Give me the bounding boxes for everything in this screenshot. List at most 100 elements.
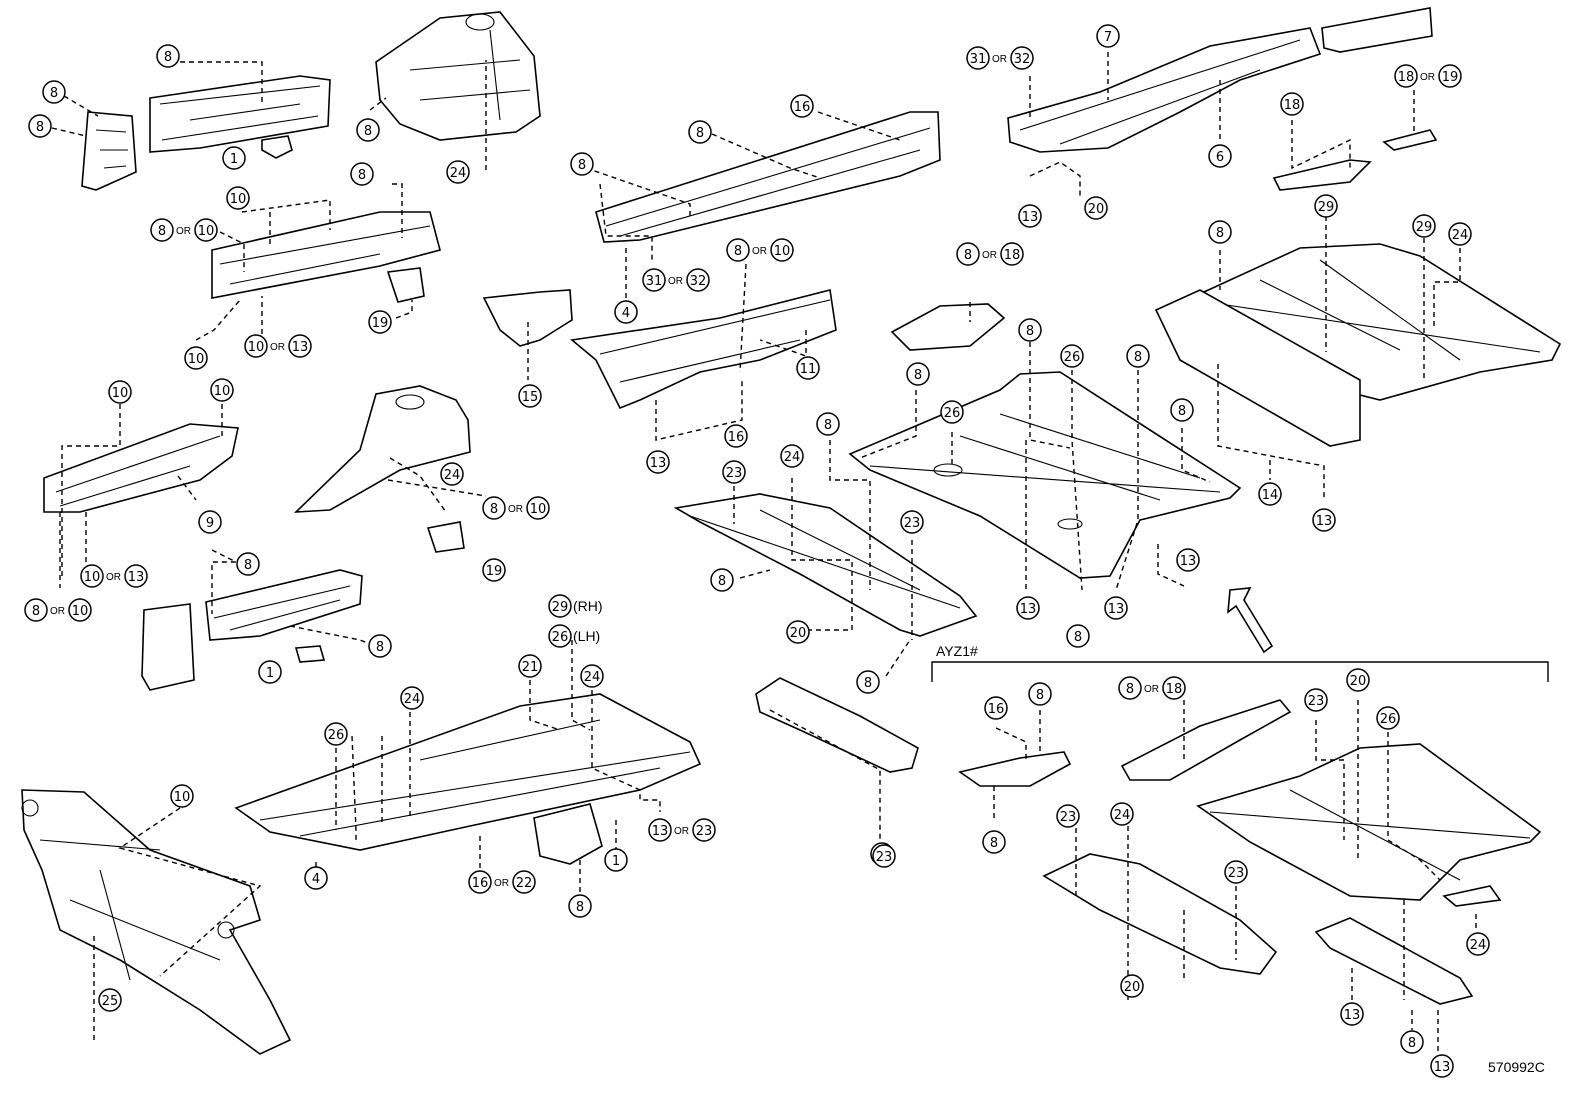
callout-circle: [108, 380, 132, 404]
callout-13: 13: [1340, 1002, 1364, 1026]
callout-18: 18: [1280, 92, 1304, 116]
callout-circle: [170, 784, 194, 808]
callout-number: 13: [650, 456, 667, 471]
callout-circle: [956, 242, 980, 266]
callout-number: 13: [1020, 602, 1037, 617]
callout-8: 8: [710, 568, 734, 592]
callout-circle: [722, 460, 746, 484]
callout-alt-number: 18: [1166, 682, 1183, 697]
callout-circle: [726, 238, 750, 262]
callout-number: 4: [622, 306, 630, 321]
callout-23: 23: [872, 844, 896, 868]
callout-21: 21: [518, 654, 542, 678]
callout-number: 8: [158, 224, 166, 239]
callout-circle: [796, 356, 820, 380]
callout-23: 23: [900, 510, 924, 534]
side-rh-label: (RH): [573, 598, 603, 614]
callout-number: 6: [1216, 150, 1224, 165]
callout-circle: [570, 152, 594, 176]
callout-or-text: OR: [668, 276, 683, 287]
callout-8: 8: [906, 362, 930, 386]
callout-14: 14: [1258, 482, 1282, 506]
callout-number: 8: [576, 900, 584, 915]
part-small-clip: [261, 135, 293, 159]
callout-8: 8: [156, 44, 180, 68]
callout-number: 8: [696, 126, 704, 141]
callout-alt-number: 32: [1014, 52, 1031, 67]
callout-20: 20: [786, 620, 810, 644]
callout-alt-circle: [1000, 242, 1024, 266]
callout-or-text: OR: [176, 226, 191, 237]
callout-circle: [580, 664, 604, 688]
callout-8: 8: [350, 162, 374, 186]
callout-number: 24: [1452, 228, 1469, 243]
callout-circle: [236, 552, 260, 576]
part-side-member-rear: [43, 423, 239, 513]
callout-circle: [468, 870, 492, 894]
callout-number: 31: [646, 274, 663, 289]
part-lower-member: [205, 569, 363, 641]
callout-8: 8: [570, 152, 594, 176]
callout-number: 19: [486, 564, 503, 579]
part-rear-bracket-18: [1272, 159, 1372, 191]
callout-alt-circle: [770, 238, 794, 262]
part-small-clip-2: [294, 645, 326, 663]
callout-number: 13: [1180, 554, 1197, 569]
callout-circle: [1028, 682, 1052, 706]
callout-circle: [1096, 24, 1120, 48]
callout-24: 24: [1466, 932, 1490, 956]
callout-number: 24: [584, 670, 601, 685]
callout-alt-number: 13: [128, 570, 145, 585]
callout-number: 23: [1060, 810, 1077, 825]
callout-circle: [1394, 64, 1418, 88]
callout-20: 20: [1084, 196, 1108, 220]
catalog-number: 570992C: [1488, 1059, 1545, 1075]
callout-circle: [780, 444, 804, 468]
callout-circle: [900, 510, 924, 534]
callout-number: 10: [84, 570, 101, 585]
callout-number: 8: [1074, 630, 1082, 645]
callout-circle: [226, 186, 250, 210]
callout-number: 8: [964, 248, 972, 263]
callout-number: 10: [188, 352, 205, 367]
callout-10: 10: [170, 784, 194, 808]
callout-29: 29(RH): [548, 594, 603, 618]
callout-circle: [324, 722, 348, 746]
callout-circle: [1176, 548, 1200, 572]
callout-29: 29: [1314, 194, 1338, 218]
callout-26: 26(LH): [548, 624, 600, 648]
callout-number: 23: [1228, 866, 1245, 881]
callout-circle: [568, 894, 592, 918]
callout-circle: [1056, 804, 1080, 828]
callout-number: 24: [1114, 808, 1131, 823]
part-small-gusset: [482, 289, 573, 347]
callout-number: 25: [102, 994, 119, 1009]
callout-number: 10: [230, 192, 247, 207]
part-ayz-member-8-18: [1120, 699, 1292, 781]
callout-number: 13: [1434, 1060, 1451, 1075]
callout-number: 13: [1022, 210, 1039, 225]
callout-1: 1: [258, 660, 282, 684]
callout-circle: [548, 624, 572, 648]
part-side-apron: [293, 385, 471, 513]
callout-23: 23: [1304, 688, 1328, 712]
callout-circle: [1466, 932, 1490, 956]
callout-alt-circle: [194, 218, 218, 242]
callout-circle: [966, 46, 990, 70]
callout-circle: [940, 400, 964, 424]
callout-number: 13: [1316, 514, 1333, 529]
callout-number: 8: [364, 124, 372, 139]
callout-circle: [150, 218, 174, 242]
callout-10: 10: [226, 186, 250, 210]
callout-10: 10: [210, 378, 234, 402]
ayz-section-bracket: [931, 661, 1549, 682]
part-center-floor-pan: [848, 371, 1242, 579]
callout-circle: [1346, 668, 1370, 692]
callout-alt-number: 22: [516, 876, 533, 891]
callout-number: 8: [824, 418, 832, 433]
